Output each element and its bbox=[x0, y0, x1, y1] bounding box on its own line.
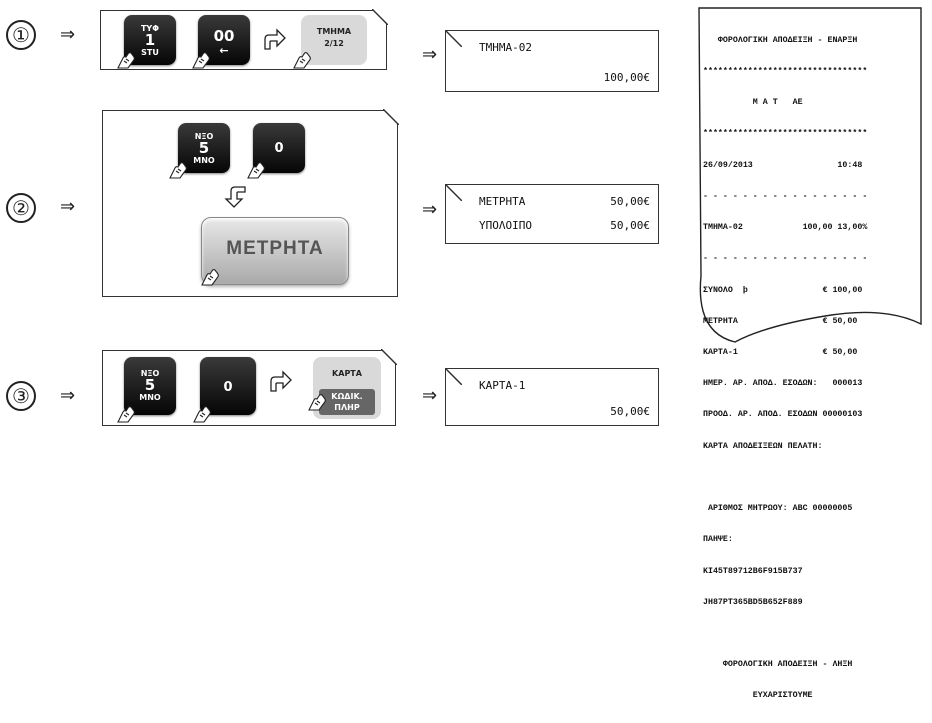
step-2-number: ② bbox=[6, 193, 36, 223]
key-0[interactable]: 0 bbox=[200, 357, 256, 415]
display-row2-label: ΥΠΟΛΟΙΠΟ bbox=[479, 219, 532, 232]
receipt-paper-outline bbox=[698, 7, 922, 343]
pointing-hand-icon bbox=[293, 52, 311, 69]
folded-corner bbox=[445, 368, 463, 386]
display-row1-label: ΜΕΤΡΗΤΑ bbox=[479, 195, 526, 208]
receipt-line: KI45T89712B6F915B737 bbox=[703, 566, 803, 576]
receipt-line: - - - - - - - - - - - - - - - - - bbox=[703, 254, 868, 264]
receipt: ΦΟΡΟΛΟΓΙΚΗ ΑΠΟΔΕΙΞΗ - ΕΝΑΡΞΗ ***********… bbox=[695, 6, 925, 700]
receipt-line: ΚΑΡΤΑ ΑΠΟΔΕΙΞΕΩΝ ΠΕΛΑΤΗ: bbox=[703, 441, 823, 451]
pointing-hand-icon bbox=[308, 394, 326, 411]
key-bottom-label: ΜΝΟ bbox=[139, 393, 161, 402]
grey-key-top: ΚΑΡΤΑ bbox=[332, 369, 362, 378]
receipt-line: ********************************* bbox=[703, 129, 868, 139]
key-main-label: 0 bbox=[223, 380, 233, 395]
pointing-hand-icon bbox=[117, 406, 135, 423]
grey-key-line2: 2/12 bbox=[324, 39, 344, 48]
receipt-line: ΑΡΙΘΜΟΣ ΜΗΤΡΩΟΥ: ABC 00000005 bbox=[703, 504, 853, 514]
step-2-result-arrow: ⇒ bbox=[422, 199, 438, 220]
key-top-label: ΤΥΦ bbox=[140, 24, 160, 33]
receipt-line: ΠΑΗΨΕ: bbox=[703, 535, 733, 545]
step-3-result-arrow: ⇒ bbox=[422, 385, 438, 406]
step-1-display: ΤΜΗΜΑ-02 100,00€ bbox=[445, 30, 659, 92]
key-main-label: 0 bbox=[274, 141, 284, 156]
receipt-line bbox=[703, 629, 932, 639]
receipt-line: - - - - - - - - - - - - - - - - - bbox=[703, 191, 868, 201]
receipt-line: Μ Α Τ ΑΕ bbox=[703, 98, 803, 108]
display-row1-value: 50,00€ bbox=[610, 195, 650, 208]
key-bottom-label: ΜΝΟ bbox=[193, 156, 215, 165]
folded-corner bbox=[383, 109, 399, 125]
display-row2-value: 50,00€ bbox=[610, 219, 650, 232]
folded-corner bbox=[372, 9, 388, 25]
display-line-1: ΚΑΡΤΑ-1 bbox=[479, 379, 526, 392]
key-bottom-label: ← bbox=[219, 44, 229, 57]
step-2-keys-panel: ΝΞΟ 5 ΜΝΟ 0 ΜΕΤΡΗΤΑ bbox=[102, 109, 399, 297]
cash-button-label: ΜΕΤΡΗΤΑ bbox=[226, 238, 324, 259]
receipt-line: JH87PT365BD5B652F889 bbox=[703, 597, 803, 607]
display-line-2: 50,00€ bbox=[610, 405, 650, 418]
receipt-line bbox=[703, 473, 932, 483]
receipt-line: ΣΥΝΟΛΟ ϸ € 100,00 bbox=[703, 285, 863, 295]
receipt-line: ΠΡΟΟΔ. ΑΡ. ΑΠΟΔ. ΕΣΟΔΩΝ 00000103 bbox=[703, 410, 863, 420]
key-top-label: ΝΞΟ bbox=[194, 132, 214, 141]
folded-corner bbox=[445, 184, 463, 202]
step-3-number: ③ bbox=[6, 381, 36, 411]
key-department-2-12[interactable]: ΤΜΗΜΑ 2/12 bbox=[301, 15, 367, 65]
display-line-1: ΤΜΗΜΑ-02 bbox=[479, 41, 532, 54]
grey-key-bottom: ΚΩΔΙΚ. ΠΛΗΡ bbox=[319, 389, 375, 415]
step-3-keys-panel: ΝΞΟ 5 ΜΝΟ 0 ΚΑΡΤΑ ΚΩΔΙΚ. ΠΛΗΡ bbox=[102, 349, 397, 426]
step-1-keys-panel: ΤΥΦ 1 STU 00 ← ΤΜΗΜΑ 2/12 bbox=[100, 9, 388, 70]
pointing-hand-icon bbox=[117, 52, 135, 69]
key-5-nxo-mno[interactable]: ΝΞΟ 5 ΜΝΟ bbox=[178, 123, 230, 173]
grey-key-line1: ΚΩΔΙΚ. bbox=[331, 392, 363, 401]
pointing-hand-icon bbox=[192, 52, 210, 69]
cash-button[interactable]: ΜΕΤΡΗΤΑ bbox=[201, 217, 349, 285]
step-1-result-arrow: ⇒ bbox=[422, 44, 438, 65]
key-main-label: 5 bbox=[144, 376, 156, 394]
pointing-hand-icon bbox=[169, 162, 187, 179]
receipt-text: ΦΟΡΟΛΟΓΙΚΗ ΑΠΟΔΕΙΞΗ - ΕΝΑΡΞΗ ***********… bbox=[703, 15, 932, 723]
key-main-label: 1 bbox=[144, 31, 156, 49]
receipt-line: ΦΟΡΟΛΟΓΙΚΗ ΑΠΟΔΕΙΞΗ - ΕΝΑΡΞΗ bbox=[703, 35, 858, 45]
display-line-2: 100,00€ bbox=[603, 71, 650, 84]
step-3-display: ΚΑΡΤΑ-1 50,00€ bbox=[445, 368, 659, 426]
receipt-line: ΕΥΧΑΡΙΣΤΟΥΜΕ bbox=[703, 691, 813, 701]
folded-corner bbox=[445, 30, 463, 48]
grey-key-line2: ΠΛΗΡ bbox=[334, 403, 360, 412]
step-3-arrow: ⇒ bbox=[60, 385, 76, 406]
step-1-number: ① bbox=[6, 20, 36, 50]
key-top-label: ΝΞΟ bbox=[140, 369, 160, 378]
receipt-line: ΦΟΡΟΛΟΓΙΚΗ ΑΠΟΔΕΙΞΗ - ΛΗΞΗ bbox=[703, 660, 853, 670]
pointing-hand-icon bbox=[247, 162, 265, 179]
then-arrow-down-icon bbox=[224, 186, 246, 208]
folded-corner bbox=[381, 349, 397, 365]
receipt-line: ********************************* bbox=[703, 67, 868, 77]
receipt-line: ΗΜΕΡ. ΑΡ. ΑΠΟΔ. ΕΣΟΔΩΝ: 000013 bbox=[703, 379, 863, 389]
key-5-nxo-mno[interactable]: ΝΞΟ 5 ΜΝΟ bbox=[124, 357, 176, 415]
key-main-label: 00 bbox=[213, 27, 235, 45]
then-arrow-icon bbox=[270, 370, 292, 392]
receipt-line: 26/09/2013 10:48 bbox=[703, 160, 863, 170]
receipt-line: ΜΕΤΡΗΤΑ € 50,00 bbox=[703, 316, 858, 326]
step-2-display: ΜΕΤΡΗΤΑ 50,00€ ΥΠΟΛΟΙΠΟ 50,00€ bbox=[445, 184, 659, 244]
key-bottom-label: STU bbox=[141, 48, 159, 57]
pointing-hand-icon bbox=[201, 269, 219, 286]
then-arrow-icon bbox=[264, 28, 286, 50]
receipt-line: ΤΜΗΜΑ-02 100,00 13,00% bbox=[703, 223, 868, 233]
key-main-label: 5 bbox=[198, 139, 210, 157]
key-card-code-pay[interactable]: ΚΑΡΤΑ ΚΩΔΙΚ. ΠΛΗΡ bbox=[313, 357, 381, 419]
pointing-hand-icon bbox=[193, 406, 211, 423]
grey-key-line1: ΤΜΗΜΑ bbox=[316, 27, 352, 36]
receipt-line: ΚΑΡΤΑ-1 € 50,00 bbox=[703, 348, 858, 357]
step-2-arrow: ⇒ bbox=[60, 196, 76, 217]
step-1-arrow: ⇒ bbox=[60, 24, 76, 45]
